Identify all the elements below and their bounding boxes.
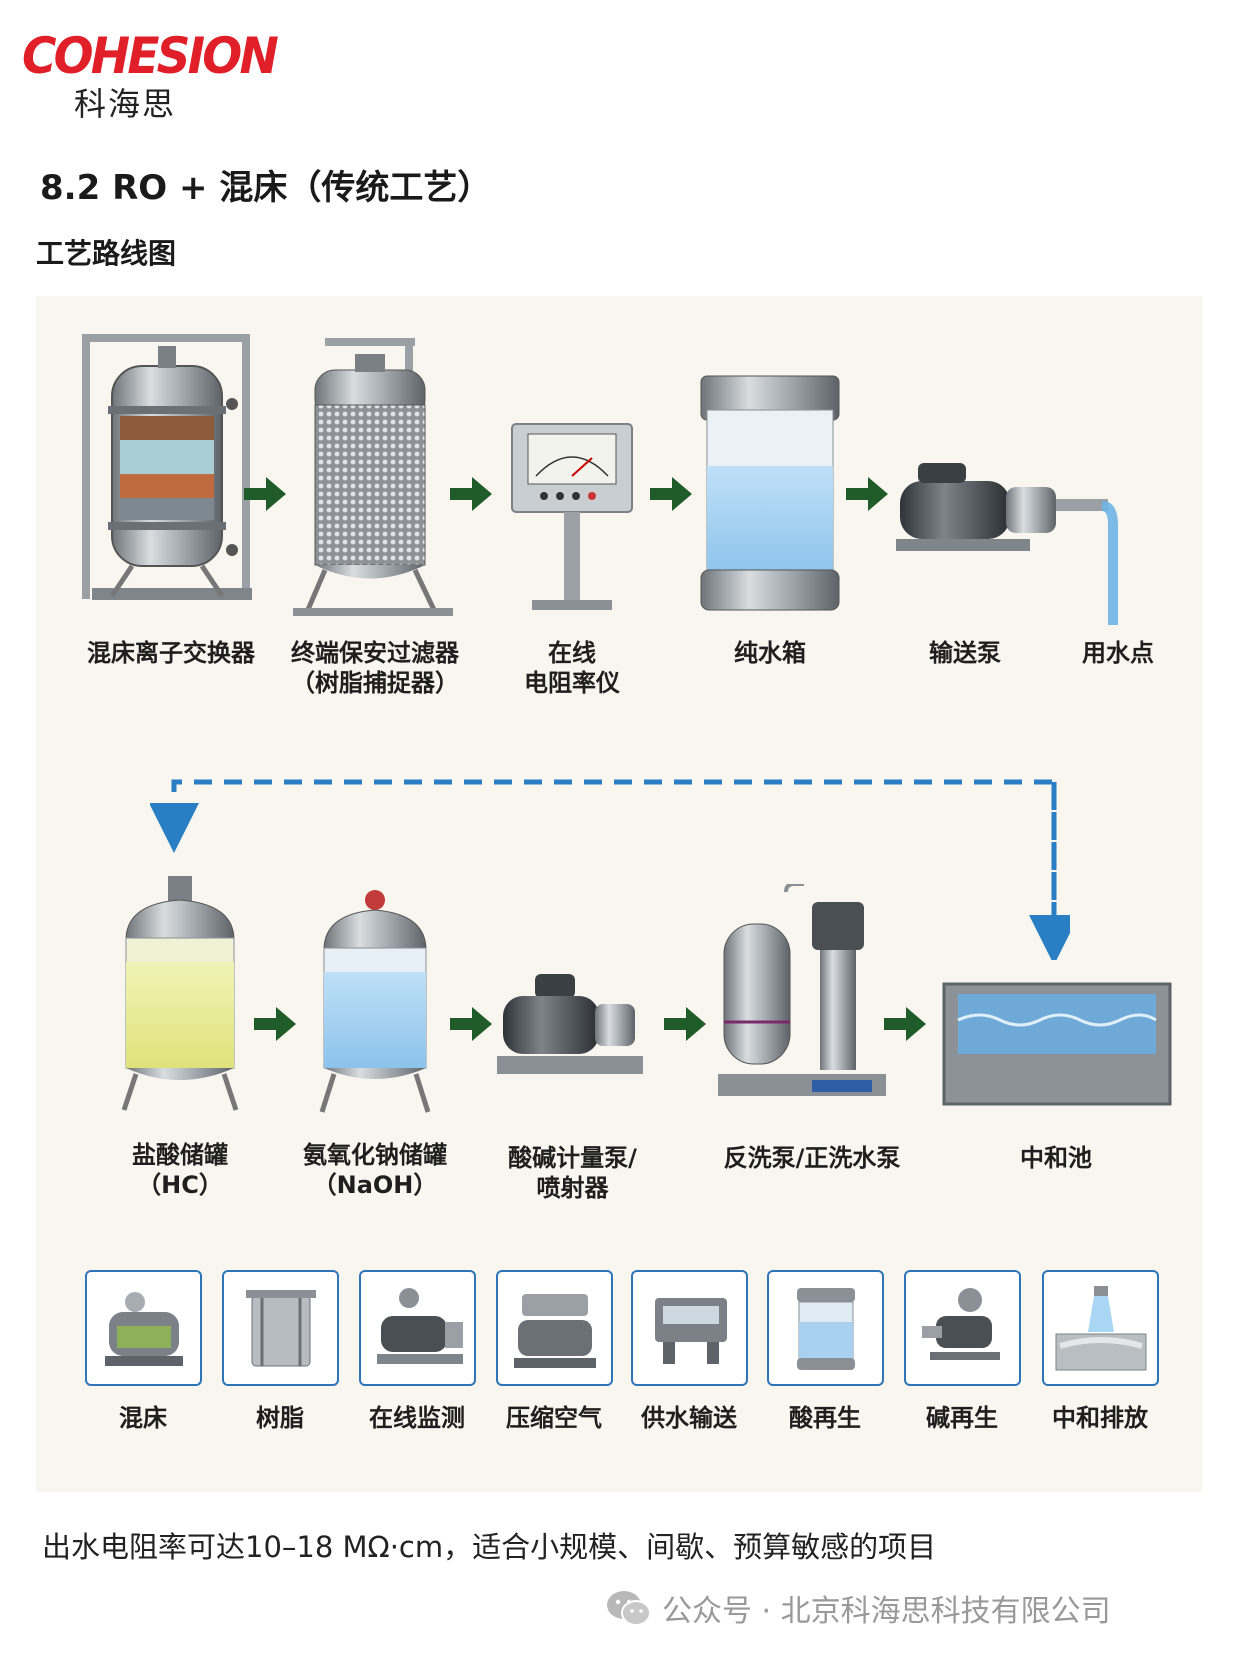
arrow-right-icon	[254, 1007, 296, 1041]
card-label: 树脂	[256, 1404, 304, 1432]
arrow-right-icon	[664, 1007, 706, 1041]
logo-wordmark: COHESION	[22, 27, 279, 85]
equipment-label: 酸碱计量泵/喷射器	[508, 1144, 637, 1202]
brand-logo: COHESION 科海思	[22, 27, 279, 124]
card-label: 在线监测	[369, 1404, 465, 1432]
card-mixed-bed	[85, 1270, 202, 1386]
pure-water-tank-image	[700, 375, 840, 611]
equipment-label: 氨氧化钠储罐（NaOH）	[303, 1141, 447, 1199]
arrow-right-icon	[450, 1007, 492, 1041]
hcl-tank-image	[121, 876, 239, 1111]
equipment-label: 在线电阻率仪	[524, 639, 620, 697]
mixed-bed-exchanger-image	[82, 334, 252, 600]
equipment-label: 终端保安过滤器（树脂捕捉器）	[291, 639, 459, 697]
arrow-right-icon	[884, 1007, 926, 1041]
card-alkali-regeneration	[904, 1270, 1021, 1386]
card-label: 中和排放	[1052, 1404, 1148, 1432]
card-online-monitoring	[359, 1270, 476, 1386]
arrow-right-icon	[846, 477, 888, 511]
dosing-pump-image	[497, 974, 643, 1074]
card-acid-regeneration	[767, 1270, 884, 1386]
card-resin	[222, 1270, 339, 1386]
equipment-label: 纯水箱	[734, 639, 806, 667]
diagram-title: 工艺路线图	[36, 237, 177, 270]
equipment-label: 用水点	[1082, 639, 1154, 667]
equipment-label: 盐酸储罐（HC）	[132, 1141, 228, 1199]
neutralization-tank-image	[942, 982, 1172, 1106]
card-label: 混床	[119, 1404, 167, 1432]
card-water-supply	[631, 1270, 748, 1386]
card-label: 碱再生	[926, 1404, 998, 1432]
card-label: 酸再生	[789, 1404, 861, 1432]
logo-chinese: 科海思	[74, 85, 177, 123]
footer-attribution: 公众号 · 北京科海思科技有限公司	[606, 1586, 1111, 1630]
arrow-right-icon	[650, 477, 692, 511]
naoh-tank-image	[319, 890, 431, 1113]
equipment-label: 反洗泵/正洗水泵	[723, 1144, 901, 1172]
card-label: 供水输送	[641, 1404, 737, 1432]
wechat-icon	[607, 1591, 651, 1626]
arrow-right-icon	[450, 477, 492, 511]
transfer-pump-image	[896, 463, 1118, 625]
arrow-right-icon	[244, 477, 286, 511]
equipment-label: 输送泵	[929, 639, 1001, 667]
resistivity-meter-image	[511, 423, 633, 610]
dashed-return-arrow	[150, 779, 1070, 960]
card-neutralization-discharge	[1042, 1270, 1159, 1386]
equipment-label: 混床离子交换器	[87, 639, 255, 667]
backwash-pump-image	[718, 884, 886, 1096]
section-title: 8.2 RO + 混床（传统工艺）	[40, 168, 492, 208]
equipment-label: 中和池	[1020, 1144, 1092, 1172]
summary-text: 出水电阻率可达10–18 MΩ·cm，适合小规模、间歇、预算敏感的项目	[42, 1530, 937, 1564]
footer-text: 公众号 · 北京科海思科技有限公司	[662, 1594, 1111, 1629]
card-compressed-air	[496, 1270, 613, 1386]
card-label: 压缩空气	[506, 1404, 602, 1432]
cartridge-filter-image	[293, 338, 453, 616]
